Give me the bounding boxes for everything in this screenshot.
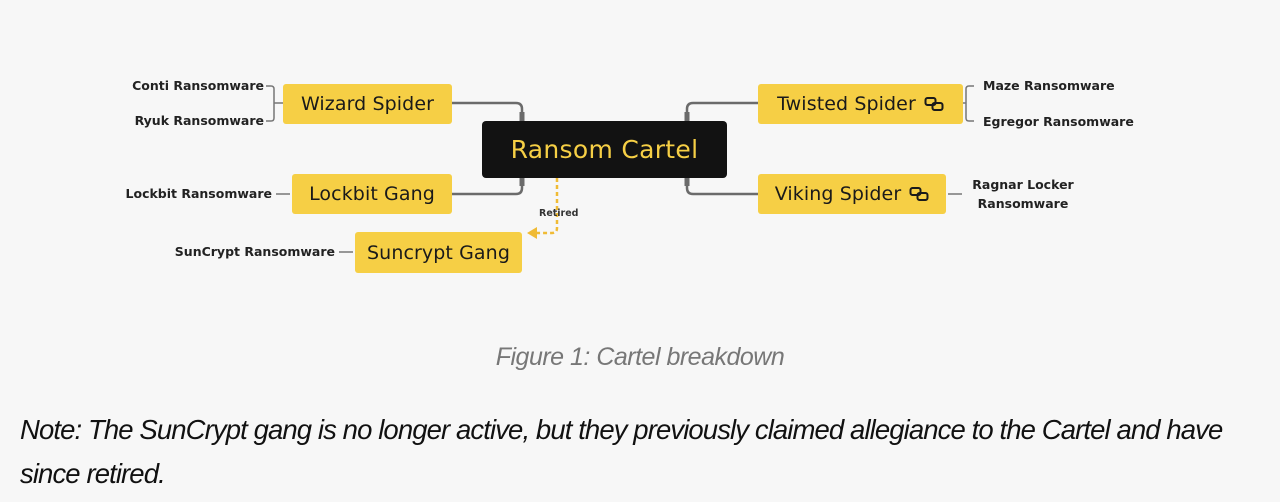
- leaf-suncrypt-ransomware: SunCrypt Ransomware: [174, 244, 335, 259]
- connector-root-twisted-spider: [685, 101, 758, 121]
- arrowhead-retired-icon: [527, 227, 537, 239]
- node-label: Lockbit Gang: [309, 183, 435, 205]
- leaf-line: Ransomware: [977, 196, 1069, 211]
- connector-root-viking-spider: [685, 176, 758, 196]
- node-label: Viking Spider: [774, 183, 902, 205]
- retired-label: Retired: [539, 208, 579, 219]
- cartel-mind-map: Ransom Cartel Wizard Spider Lockbit Gang…: [125, 78, 1134, 273]
- leaf-lockbit-ransomware: Lockbit Ransomware: [125, 186, 272, 201]
- node-lockbit-gang: Lockbit Gang: [292, 174, 452, 214]
- bracket-wizard-spider: [266, 85, 283, 122]
- node-viking-spider: Viking Spider: [758, 174, 946, 214]
- note-paragraph: Note: The SunCrypt gang is no longer act…: [20, 414, 1223, 489]
- leaf-egregor-ransomware: Egregor Ransomware: [983, 114, 1134, 129]
- leaf-line: Ragnar Locker: [972, 177, 1074, 192]
- link-icon: [909, 186, 929, 202]
- leaf-ryuk-ransomware: Ryuk Ransomware: [134, 113, 264, 128]
- link-icon: [924, 96, 944, 112]
- connector-root-wizard-spider: [452, 101, 524, 121]
- node-twisted-spider: Twisted Spider: [758, 84, 963, 124]
- leaf-maze-ransomware: Maze Ransomware: [983, 78, 1115, 93]
- node-label: Wizard Spider: [300, 93, 435, 115]
- node-suncrypt-gang: Suncrypt Gang: [355, 232, 522, 273]
- connector-retired-suncrypt: [535, 178, 559, 235]
- figure-caption: Figure 1: Cartel breakdown: [495, 343, 785, 371]
- node-label: Suncrypt Gang: [367, 241, 510, 264]
- node-label: Twisted Spider: [777, 93, 916, 115]
- leaf-conti-ransomware: Conti Ransomware: [132, 78, 264, 93]
- node-wizard-spider: Wizard Spider: [283, 84, 452, 124]
- leaf-ragnar-locker-ransomware: Ragnar Locker Ransomware: [966, 175, 1080, 213]
- root-node-label: Ransom Cartel: [510, 135, 699, 164]
- connector-root-lockbit-gang: [452, 176, 524, 196]
- root-node-ransom-cartel: Ransom Cartel: [482, 121, 727, 178]
